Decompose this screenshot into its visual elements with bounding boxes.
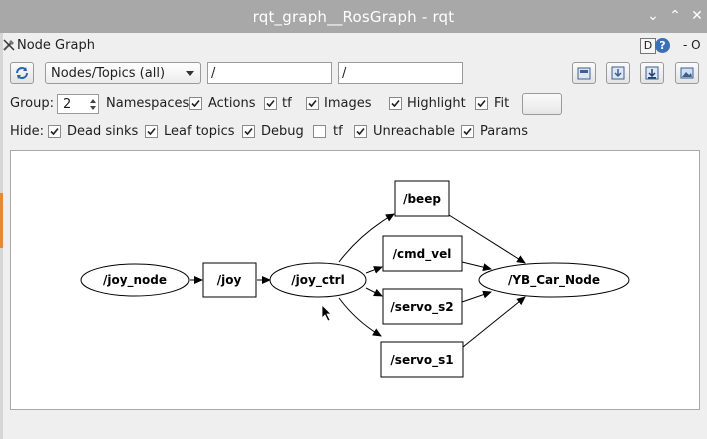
dead-sinks-checkbox[interactable]	[48, 125, 61, 138]
edge-beep-to-car	[448, 214, 526, 264]
dead-sinks-label: Dead sinks	[67, 124, 139, 139]
image-icon	[680, 67, 694, 79]
hide-label: Hide:	[10, 124, 45, 139]
save-image-button[interactable]	[675, 62, 699, 84]
graph-node-joy-node[interactable]: /joy_node	[80, 263, 190, 297]
node-label: /joy_node	[103, 273, 167, 288]
node-filter-input[interactable]	[208, 63, 331, 83]
load-dot-button[interactable]	[572, 62, 596, 84]
check-icon	[391, 99, 400, 108]
edge-joy-ctrl-to-servo-s1	[338, 297, 382, 337]
graph-node-yb-car-node[interactable]: /YB_Car_Node	[478, 262, 630, 298]
leaf-topics-label: Leaf topics	[164, 124, 235, 139]
hide-row: Hide: Dead sinks Leaf topics Debug tf Un…	[0, 120, 707, 144]
maximize-button[interactable]: ⌃	[669, 8, 681, 24]
spin-up-icon[interactable]	[90, 99, 96, 103]
check-icon	[147, 127, 156, 136]
graph-topic-servo-s2[interactable]: /servo_s2	[382, 288, 463, 325]
check-icon	[477, 99, 486, 108]
minimize-button[interactable]: ⌄	[647, 8, 659, 24]
tf-label: tf	[282, 96, 292, 111]
window-title: rqt_graph__RosGraph - rqt	[252, 8, 455, 26]
graph-node-joy-ctrl[interactable]: /joy_ctrl	[269, 262, 367, 298]
highlight-checkbox[interactable]	[389, 97, 402, 110]
actions-label: Actions	[208, 96, 256, 111]
save-dot-button[interactable]	[606, 62, 630, 84]
close-button[interactable]: ✕	[691, 8, 703, 24]
save-dot-icon	[611, 66, 625, 80]
edge-cmd-vel-to-car	[461, 261, 492, 272]
options-row: Group: 2 Namespaces Actions tf Images Hi…	[0, 92, 707, 116]
tools-icon	[3, 39, 15, 51]
check-icon	[463, 127, 472, 136]
topic-label: /beep	[403, 192, 441, 206]
edge-joy-ctrl-to-servo-s2	[365, 287, 383, 297]
hide-tf-checkbox[interactable]	[313, 125, 326, 138]
fit-label: Fit	[494, 96, 510, 111]
leaf-topics-checkbox[interactable]	[145, 125, 158, 138]
group-label: Group:	[10, 96, 54, 111]
tf-checkbox[interactable]	[264, 97, 277, 110]
topic-filter-input[interactable]	[339, 63, 462, 83]
open-file-icon	[577, 67, 591, 80]
node-label: /YB_Car_Node	[508, 273, 600, 288]
graph-mode-value: Nodes/Topics (all)	[51, 66, 166, 81]
edge-servo-s2-to-car	[461, 290, 492, 303]
check-icon	[50, 127, 59, 136]
check-icon	[356, 127, 365, 136]
topic-filter-field[interactable]	[338, 62, 463, 84]
check-icon	[266, 99, 275, 108]
graph-canvas[interactable]: /joy_node /joy /joy_ctrl /beep /cmd_vel …	[10, 150, 700, 410]
fit-checkbox[interactable]	[475, 97, 488, 110]
check-icon	[191, 99, 200, 108]
dock-title: Node Graph	[17, 38, 95, 53]
group-spinbox[interactable]: 2	[57, 94, 99, 114]
check-icon	[244, 127, 253, 136]
images-label: Images	[324, 96, 372, 111]
params-checkbox[interactable]	[461, 125, 474, 138]
graph-mode-select[interactable]: Nodes/Topics (all)	[45, 62, 201, 84]
dock-options-button[interactable]: - O	[683, 38, 701, 52]
refresh-button[interactable]	[10, 62, 34, 84]
node-filter-field[interactable]	[207, 62, 332, 84]
fit-in-view-button[interactable]	[522, 93, 562, 115]
topic-label: /cmd_vel	[393, 247, 452, 262]
images-checkbox[interactable]	[306, 97, 319, 110]
check-icon	[308, 99, 317, 108]
topic-label: /servo_s1	[390, 353, 453, 368]
chevron-down-icon	[186, 71, 194, 76]
window-titlebar: rqt_graph__RosGraph - rqt ⌄ ⌃ ✕	[0, 0, 707, 33]
help-icon[interactable]: ?	[655, 38, 670, 53]
unreachable-label: Unreachable	[373, 124, 455, 139]
unreachable-checkbox[interactable]	[354, 125, 367, 138]
mouse-cursor-icon	[321, 304, 332, 322]
params-label: Params	[480, 124, 528, 139]
save-svg-button[interactable]	[640, 62, 664, 84]
save-svg-icon	[645, 66, 659, 80]
spin-down-icon[interactable]	[90, 106, 96, 110]
graph-topic-cmd-vel[interactable]: /cmd_vel	[382, 235, 463, 272]
node-label: /joy_ctrl	[291, 273, 344, 288]
left-window-edge	[0, 33, 3, 439]
highlight-label: Highlight	[407, 96, 466, 111]
dock-header: Node Graph D ? - O	[0, 35, 707, 57]
namespaces-checkbox[interactable]	[189, 97, 202, 110]
graph-topic-joy[interactable]: /joy	[202, 262, 257, 298]
refresh-icon	[16, 67, 28, 79]
edge-joy-ctrl-to-beep	[338, 213, 395, 263]
group-value: 2	[63, 97, 72, 112]
topic-label: /servo_s2	[390, 300, 453, 315]
graph-topic-beep[interactable]: /beep	[394, 180, 450, 217]
topic-label: /joy	[217, 273, 242, 287]
debug-label: Debug	[261, 124, 304, 139]
graph-topic-servo-s1[interactable]: /servo_s1	[380, 341, 464, 378]
hide-tf-label: tf	[333, 124, 343, 139]
edge-joy-ctrl-to-cmd-vel	[365, 266, 383, 274]
debug-checkbox[interactable]	[242, 125, 255, 138]
edge-servo-s1-to-car	[462, 296, 526, 348]
dock-d-button[interactable]: D	[640, 38, 656, 54]
namespaces-label: Namespaces	[106, 96, 190, 111]
